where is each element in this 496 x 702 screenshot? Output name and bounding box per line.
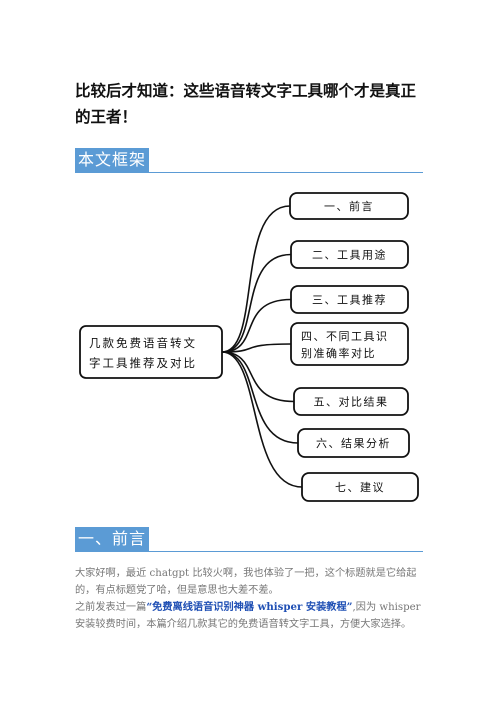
mind-map-connector xyxy=(221,351,299,444)
mind-map-connector xyxy=(221,351,303,488)
mind-map-connector xyxy=(221,205,291,353)
mind-map-branch-node: 二、工具用途 xyxy=(290,240,409,269)
section-header-framework: 本文框架 xyxy=(75,148,423,173)
intro-text-before-link: 之前发表过一篇 xyxy=(75,602,147,613)
intro-paragraph-2: 之前发表过一篇“免费离线语音识别神器 whisper 安装教程”,因为 whis… xyxy=(75,599,425,633)
branch-label: 三、工具推荐 xyxy=(312,293,387,307)
mind-map-connector xyxy=(221,298,292,353)
branch-label-line-2: 别准确率对比 xyxy=(301,346,376,360)
mind-map-connector xyxy=(221,253,292,353)
mind-map-connector xyxy=(221,351,295,403)
whisper-tutorial-link[interactable]: “免费离线语音识别神器 whisper 安装教程” xyxy=(146,601,353,613)
mind-map-branch-node: 七、建议 xyxy=(301,472,419,502)
branch-label-line-1: 四、不同工具识 xyxy=(301,330,389,343)
branch-label: 五、对比结果 xyxy=(314,395,389,409)
mind-map-branch-node: 六、结果分析 xyxy=(297,428,410,458)
document-title: 比较后才知道：这些语音转文字工具哪个才是真正的王者！ xyxy=(75,82,417,126)
mind-map-branch-node: 一、前言 xyxy=(289,192,409,220)
intro-text-after-link: ,因为 whisper 安装较费时间，本篇介绍几款其它的免费语音转文字工具，方便… xyxy=(75,602,421,630)
branch-label: 一、前言 xyxy=(324,199,374,213)
section-label: 本文框架 xyxy=(75,148,150,172)
section-header-intro: 一、前言 xyxy=(75,527,423,552)
intro-paragraph-1: 大家好啊，最近 chatgpt 比较火啊，我也体验了一把，这个标题就是它给起的，… xyxy=(75,568,417,596)
root-label-line-2: 字工具推荐及对比 xyxy=(89,356,197,370)
mind-map-branch-node: 三、工具推荐 xyxy=(290,285,409,314)
branch-label: 六、结果分析 xyxy=(316,436,391,450)
branch-label: 二、工具用途 xyxy=(312,248,387,262)
branch-label: 七、建议 xyxy=(335,480,385,494)
mind-map-connector xyxy=(221,343,292,353)
intro-text: 大家好啊，最近 chatgpt 比较火啊，我也体验了一把，这个标题就是它给起的，… xyxy=(75,565,425,633)
mind-map-branch-node: 五、对比结果 xyxy=(293,387,409,416)
root-label-line-1: 几款免费语音转文 xyxy=(89,336,197,350)
section-label: 一、前言 xyxy=(75,527,150,551)
